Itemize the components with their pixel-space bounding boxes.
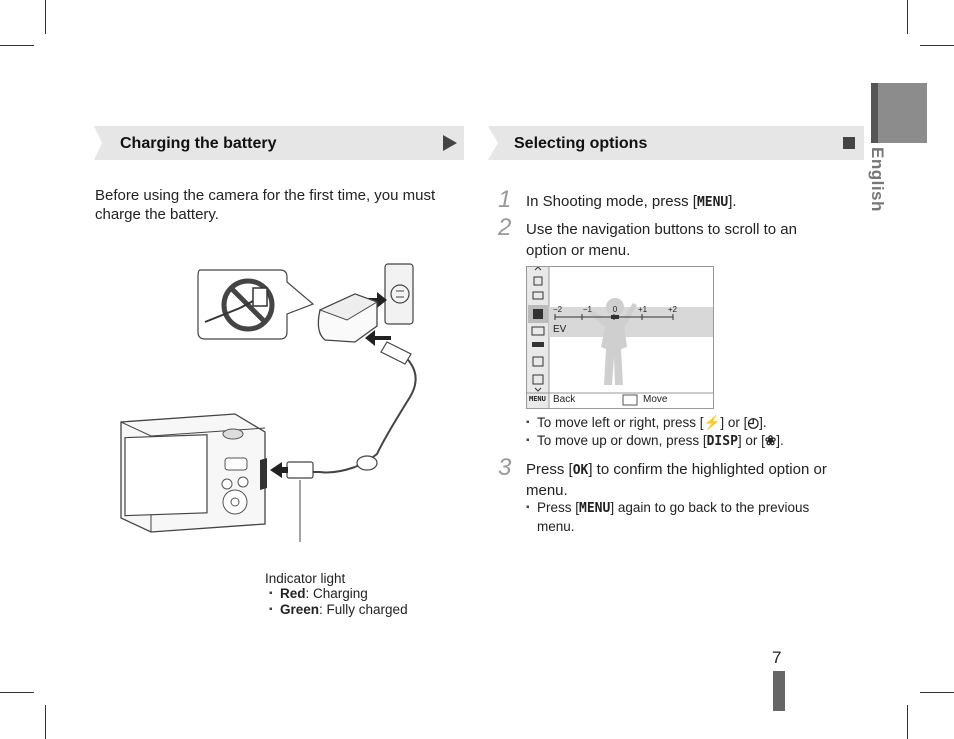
disp-key-icon: DISP <box>706 434 738 449</box>
prohibited-icon <box>221 278 275 332</box>
back-label: Back <box>553 394 576 405</box>
language-tab-accent <box>871 83 878 143</box>
iso-icon <box>531 326 545 336</box>
timer-icon: ◴ <box>747 415 760 430</box>
move-label: Move <box>643 394 668 405</box>
wb-icon <box>532 342 544 347</box>
bullet-up-down: To move up or down, press [DISP] or [❀]. <box>526 432 784 451</box>
language-tab <box>871 83 927 143</box>
section-title-charging: Charging the battery <box>120 135 277 152</box>
arrow-icon <box>270 462 288 478</box>
scroll-up-icon <box>534 267 542 271</box>
section-header-bar-options <box>488 126 864 160</box>
scroll-down-icon <box>534 387 542 392</box>
menu-icon <box>532 291 544 300</box>
bullet-left-right: To move left or right, press [⚡] or [◴]. <box>526 414 767 432</box>
ev-icon <box>533 309 543 319</box>
macro-icon: ❀ <box>764 433 777 448</box>
menu-icon <box>533 276 543 286</box>
usb-cable <box>354 351 417 468</box>
indicator-item-red: Red: Charging <box>269 586 368 602</box>
indicator-item-green: Green: Fully charged <box>269 602 408 618</box>
move-nav-icon <box>622 394 638 406</box>
play-arrow-icon <box>443 135 457 151</box>
step-number-3: 3 <box>498 454 512 481</box>
step-2-line1: Use the navigation buttons to scroll to … <box>526 221 797 238</box>
page-number: 7 <box>772 648 782 667</box>
language-tab-label: English <box>868 147 887 212</box>
section-title-options: Selecting options <box>514 135 648 152</box>
ev-label: EV <box>553 324 567 335</box>
wall-socket <box>384 263 414 325</box>
step-1-text: In Shooting mode, press [MENU]. <box>526 193 737 210</box>
step-2-line2: option or menu. <box>526 242 631 259</box>
page-number-bar <box>773 671 785 711</box>
face-detect-icon <box>532 356 544 367</box>
arrow-icon <box>365 330 391 346</box>
bullet-back-menu-line2: menu. <box>537 519 575 534</box>
charging-intro: Before using the camera for the first ti… <box>95 187 436 223</box>
preview-subject <box>589 298 637 385</box>
flash-icon: ⚡ <box>703 415 721 430</box>
photometry-icon <box>532 374 544 385</box>
bullet-back-menu: Press [MENU] again to go back to the pre… <box>526 499 809 518</box>
arrow-icon <box>363 292 387 308</box>
section-header-bar-charging <box>94 126 464 160</box>
charging-illustration <box>120 263 417 542</box>
step-number-1: 1 <box>498 186 512 213</box>
step-number-2: 2 <box>498 214 512 241</box>
indicator-heading: Indicator light <box>265 571 346 586</box>
menu-key-icon: MENU <box>529 395 546 403</box>
step-3-line1: Press [OK] to confirm the highlighted op… <box>526 461 827 478</box>
step-3-line2: menu. <box>526 482 568 499</box>
stop-square-icon <box>843 137 855 149</box>
